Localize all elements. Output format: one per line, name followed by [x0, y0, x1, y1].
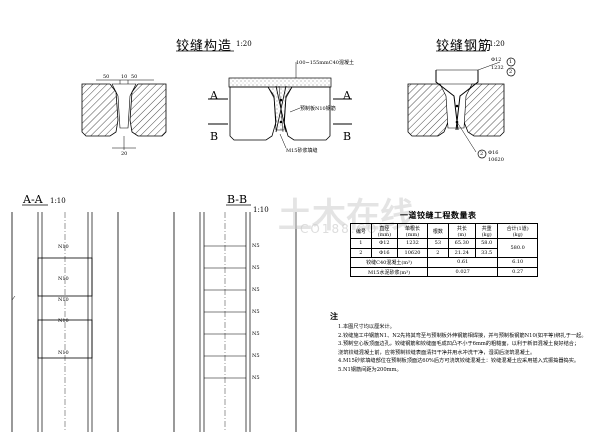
joint-structure-scale: 1:20: [236, 40, 252, 48]
marker-b-right: B: [343, 130, 352, 143]
table-cell: 2: [350, 247, 372, 259]
rebar-bottom-spec: Φ16: [488, 150, 499, 156]
note-item: 浇筑铰缝混凝土前，应将预制铰缝表面清扫干净并用水冲洗干净，湿润后浇筑混凝土。: [338, 349, 536, 356]
mesh-note: 预制板N10钢筋: [300, 106, 336, 112]
note-item: 5.N1钢筋间距为200mm。: [338, 366, 402, 373]
joint-structure-detail: [81, 79, 167, 150]
joint-structure-title: 铰缝构造: [176, 39, 233, 54]
section-bb-drawing: [173, 212, 297, 432]
note-item: 3.预制空心板顶面边孔，铰缝钢筋和铰缝面毛成凹凸不小于6mm的粗糙面，以利于新旧…: [338, 341, 580, 348]
aa-mark-1: N10: [58, 244, 69, 250]
dim-50-left: 50: [103, 74, 110, 80]
section-bb-title: B-B: [227, 193, 248, 206]
rebar-top-spec: Φ12: [491, 57, 502, 63]
bb-mark-4: N5: [252, 309, 260, 315]
table-cell: 1: [350, 238, 372, 249]
marker-b-left: B: [210, 130, 219, 143]
note-item: 4.M15砂浆填缝部位在预制板顶面达60%后方可浇筑铰缝混凝土：铰缝混凝土应采用…: [338, 358, 580, 365]
bb-mark-3: N5: [252, 287, 260, 293]
table-cell-total: 580.0: [497, 237, 538, 259]
table-cell: 58.0: [474, 238, 499, 249]
table-cell: 21.24: [447, 247, 477, 259]
table-cell: 10620: [396, 247, 429, 259]
table-header: 单根长 (mm): [396, 223, 429, 239]
mortar-note: M15砂浆填缝: [286, 148, 318, 154]
table-header: 共重 (kg): [474, 223, 499, 239]
joint-section-detail: [228, 62, 332, 149]
table-cell: 0.61: [427, 257, 499, 268]
joint-rebar-detail: [407, 57, 516, 159]
rebar-number-2: 2: [480, 151, 484, 157]
marker-a-left: A: [210, 89, 218, 102]
table-cell: 0.27: [497, 266, 538, 278]
section-aa-title: A-A: [23, 193, 43, 206]
table-cell: 0.027: [427, 266, 499, 278]
table-header-row: 编号 直径 (mm) 单根长 (mm) 根数 共长 (m) 共重 (kg) 合计…: [350, 223, 538, 239]
section-bb-scale: 1:10: [253, 206, 269, 214]
note-item: 2.铰缝施工中钢筋N1、N2先将其弯至与预制板外伸钢筋相焊接，并与预制板钢筋N1…: [338, 332, 587, 339]
dim-50-right: 50: [131, 74, 138, 80]
table-title: 一道铰缝工程数量表: [400, 210, 477, 220]
table-header: 根数: [427, 223, 449, 239]
table-row: M15水泥砂浆(m³) 0.027 0.27: [349, 266, 538, 278]
table-cell: 33.5: [474, 247, 499, 259]
bb-mark-6: N5: [252, 353, 260, 359]
table-row: 1 Φ12 1232 53 65.30 58.0 580.0: [350, 237, 538, 259]
notes-list: 1.本图尺寸均以厘米计。 2.铰缝施工中钢筋N1、N2先将其弯至与预制板外伸钢筋…: [338, 323, 606, 375]
aa-mark-3: N10: [58, 297, 69, 303]
concrete-note: 100~155mmC40混凝土: [296, 60, 354, 66]
marker-a-right: A: [343, 89, 351, 102]
table-cell: 2: [427, 247, 449, 259]
joint-rebar-scale: 1:20: [489, 40, 505, 48]
rebar-number-1: 1: [509, 59, 513, 65]
table-cell: M15水泥砂浆(m³): [349, 266, 429, 278]
rebar-bottom-length: 10620: [488, 157, 504, 163]
section-aa-scale: 1:10: [50, 197, 66, 205]
table-cell: 53: [427, 238, 449, 249]
table-row: 铰缝C40混凝土(m³) 0.61 6.10: [349, 257, 538, 268]
table-cell: 6.10: [497, 257, 538, 268]
table-cell: 65.30: [447, 238, 477, 249]
table-header: 直径 (mm): [370, 223, 398, 239]
section-cut-lines: [208, 98, 352, 125]
bb-mark-2: N5: [252, 265, 260, 271]
bb-mark-1: N5: [252, 243, 260, 249]
table-cell: Φ12: [370, 238, 398, 249]
rebar-number-2-top: 2: [509, 69, 513, 75]
table-cell: 铰缝C40混凝土(m³): [349, 257, 429, 268]
table-cell: 1232: [396, 238, 429, 249]
table-cell: Φ16: [370, 247, 398, 259]
rebar-top-length: 1232: [491, 65, 504, 71]
joint-rebar-title: 铰缝钢筋: [436, 39, 493, 54]
table-header: 编号: [350, 223, 372, 239]
notes-heading: 注: [330, 311, 338, 321]
aa-mark-2: N10: [58, 276, 69, 282]
dim-20: 20: [121, 151, 128, 157]
note-item: 1.本图尺寸均以厘米计。: [338, 324, 395, 330]
aa-mark-4: N10: [58, 318, 69, 324]
table-header: 共长 (m): [447, 223, 477, 239]
dim-10: 10: [121, 74, 128, 80]
section-aa-drawing: [11, 212, 119, 432]
bb-mark-5: N5: [252, 331, 260, 337]
table-header: 合计(1道) (kg): [497, 223, 538, 239]
bb-mark-7: N5: [252, 375, 260, 381]
aa-mark-5: N10: [58, 350, 69, 356]
quantity-table: 编号 直径 (mm) 单根长 (mm) 根数 共长 (m) 共重 (kg) 合计…: [349, 223, 538, 278]
